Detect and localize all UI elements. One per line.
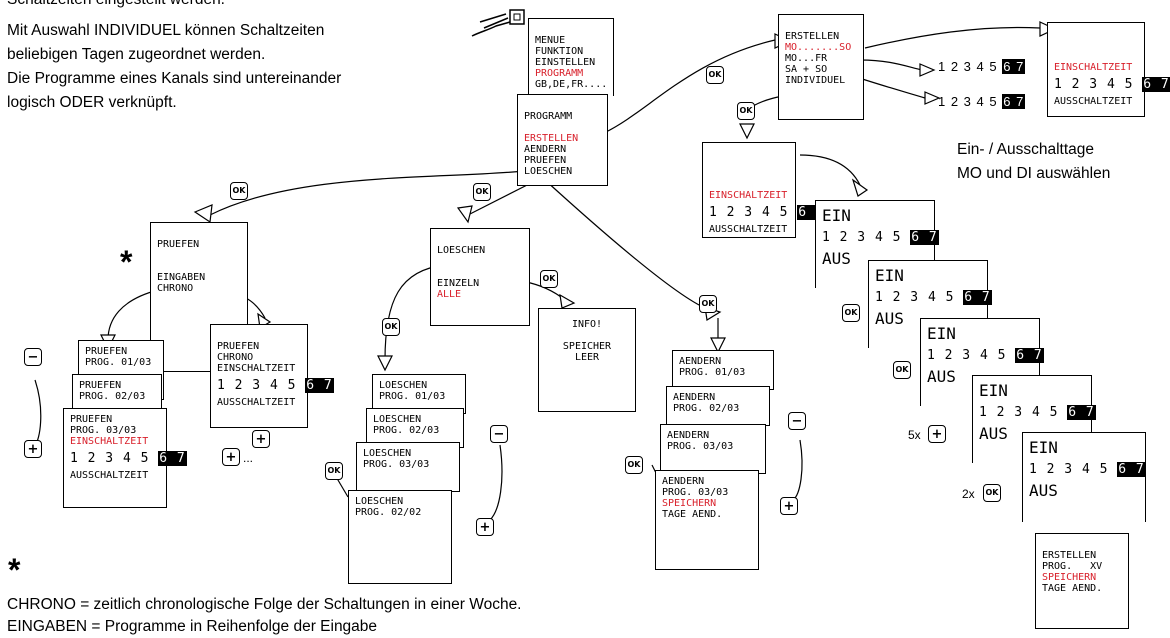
ok-button[interactable]: OK [893, 361, 911, 379]
speichern-item[interactable]: SPEICHERN [1042, 572, 1097, 583]
day-row-mo-fr: 1 2 3 4 5 6 7 [938, 94, 1026, 109]
ausschaltzeit-label: AUSSCHALTZEIT [709, 224, 788, 235]
programm-item-erstellen[interactable]: ERSTELLEN [524, 133, 579, 144]
programm-item-pruefen[interactable]: PRUEFEN [524, 155, 567, 166]
ok-button[interactable]: OK [737, 102, 755, 120]
loeschen-item-einzeln[interactable]: EINZELN [437, 278, 480, 289]
ok-button[interactable]: OK [230, 182, 248, 200]
ok-button[interactable]: OK [842, 304, 860, 322]
intro-line-1: Schaltzeiten eingestellt werden. [7, 0, 225, 11]
programm-item-loeschen[interactable]: LOESCHEN [524, 166, 573, 177]
plus-button[interactable]: + [928, 425, 946, 443]
erstellen-title: ERSTELLEN [785, 31, 840, 42]
ok-button[interactable]: OK [983, 484, 1001, 502]
menu-item[interactable]: EINSTELLEN [535, 57, 596, 68]
ok-button[interactable]: OK [473, 183, 491, 201]
footnote-marker: * [120, 244, 133, 280]
note-tage-2: MO und DI auswählen [957, 165, 1111, 182]
day-row: 1 2 3 4 5 6 7 [709, 205, 826, 220]
intro-line-4: Die Programme eines Kanals sind unterein… [7, 70, 342, 87]
ok-button[interactable]: OK [325, 462, 343, 480]
einschaltzeit-label: EINSCHALTZEIT [1054, 62, 1133, 73]
note-tage-1: Ein- / Ausschalttage [957, 141, 1094, 158]
menu-item[interactable]: PROGRAMM [535, 68, 584, 79]
repeat-count: 5x [908, 428, 921, 442]
footnote-chrono: CHRONO = zeitlich chronologische Folge d… [7, 596, 522, 613]
footnote-marker: * [8, 552, 21, 588]
day-row: 1 2 3 4 5 6 7 [1054, 77, 1170, 92]
more-indicator: ... [243, 451, 254, 465]
einschaltzeit-screen: EINSCHALTZEIT 1 2 3 4 5 6 7 AUSSCHALTZEIT [702, 142, 826, 238]
erstellen-item[interactable]: INDIVIDUEL [785, 75, 846, 86]
plus-button[interactable]: + [252, 430, 270, 448]
ok-button[interactable]: OK [382, 318, 400, 336]
loeschen-item-alle[interactable]: ALLE [437, 289, 462, 300]
intro-line-3: beliebigen Tagen zugeordnet werden. [7, 46, 266, 63]
erstellen-item[interactable]: SA + SO [785, 64, 828, 75]
pruefen-item-eingaben[interactable]: EINGABEN [157, 272, 206, 283]
hand-press-icon [470, 8, 530, 45]
day-row-mo-so: 1 2 3 4 5 6 7 [938, 59, 1026, 74]
speichern-item[interactable]: SPEICHERN [662, 498, 717, 509]
minus-button[interactable]: − [788, 412, 806, 430]
plus-button[interactable]: + [24, 440, 42, 458]
einschaltzeit-screen-top: EINSCHALTZEIT 1 2 3 4 5 6 7 AUSSCHALTZEIT [1047, 22, 1170, 117]
programm-title: PROGRAMM [524, 111, 573, 122]
ok-button[interactable]: OK [625, 456, 643, 474]
plus-button[interactable]: + [780, 497, 798, 515]
plus-button[interactable]: + [222, 448, 240, 466]
intro-line-2: Mit Auswahl INDIVIDUEL können Schaltzeit… [7, 22, 325, 39]
einschaltzeit-label: EINSCHALTZEIT [709, 190, 788, 201]
programm-item-aendern[interactable]: AENDERN [524, 144, 567, 155]
ausschaltzeit-label: AUSSCHALTZEIT [1054, 96, 1133, 107]
menu-item[interactable]: FUNKTION [535, 46, 584, 57]
minus-button[interactable]: − [24, 348, 42, 366]
repeat-count: 2x [962, 487, 975, 501]
pruefen-item-chrono[interactable]: CHRONO [157, 283, 194, 294]
erstellen-item[interactable]: MO.......SO [785, 42, 852, 53]
tage-aendern-item[interactable]: TAGE AEND. [662, 509, 723, 520]
ok-button[interactable]: OK [706, 66, 724, 84]
menu-item[interactable]: GB,DE,FR.... [535, 79, 608, 90]
ok-button[interactable]: OK [699, 295, 717, 313]
erstellen-item[interactable]: MO...FR [785, 53, 828, 64]
plus-button[interactable]: + [476, 518, 494, 536]
menu-item[interactable]: MENUE [535, 35, 566, 46]
footnote-eingaben: EINGABEN = Programme in Reihenfolge der … [7, 618, 378, 635]
minus-button[interactable]: − [490, 425, 508, 443]
intro-line-5: logisch ODER verknüpft. [7, 94, 177, 111]
tage-aendern-item[interactable]: TAGE AEND. [1042, 583, 1103, 594]
ok-button[interactable]: OK [540, 270, 558, 288]
